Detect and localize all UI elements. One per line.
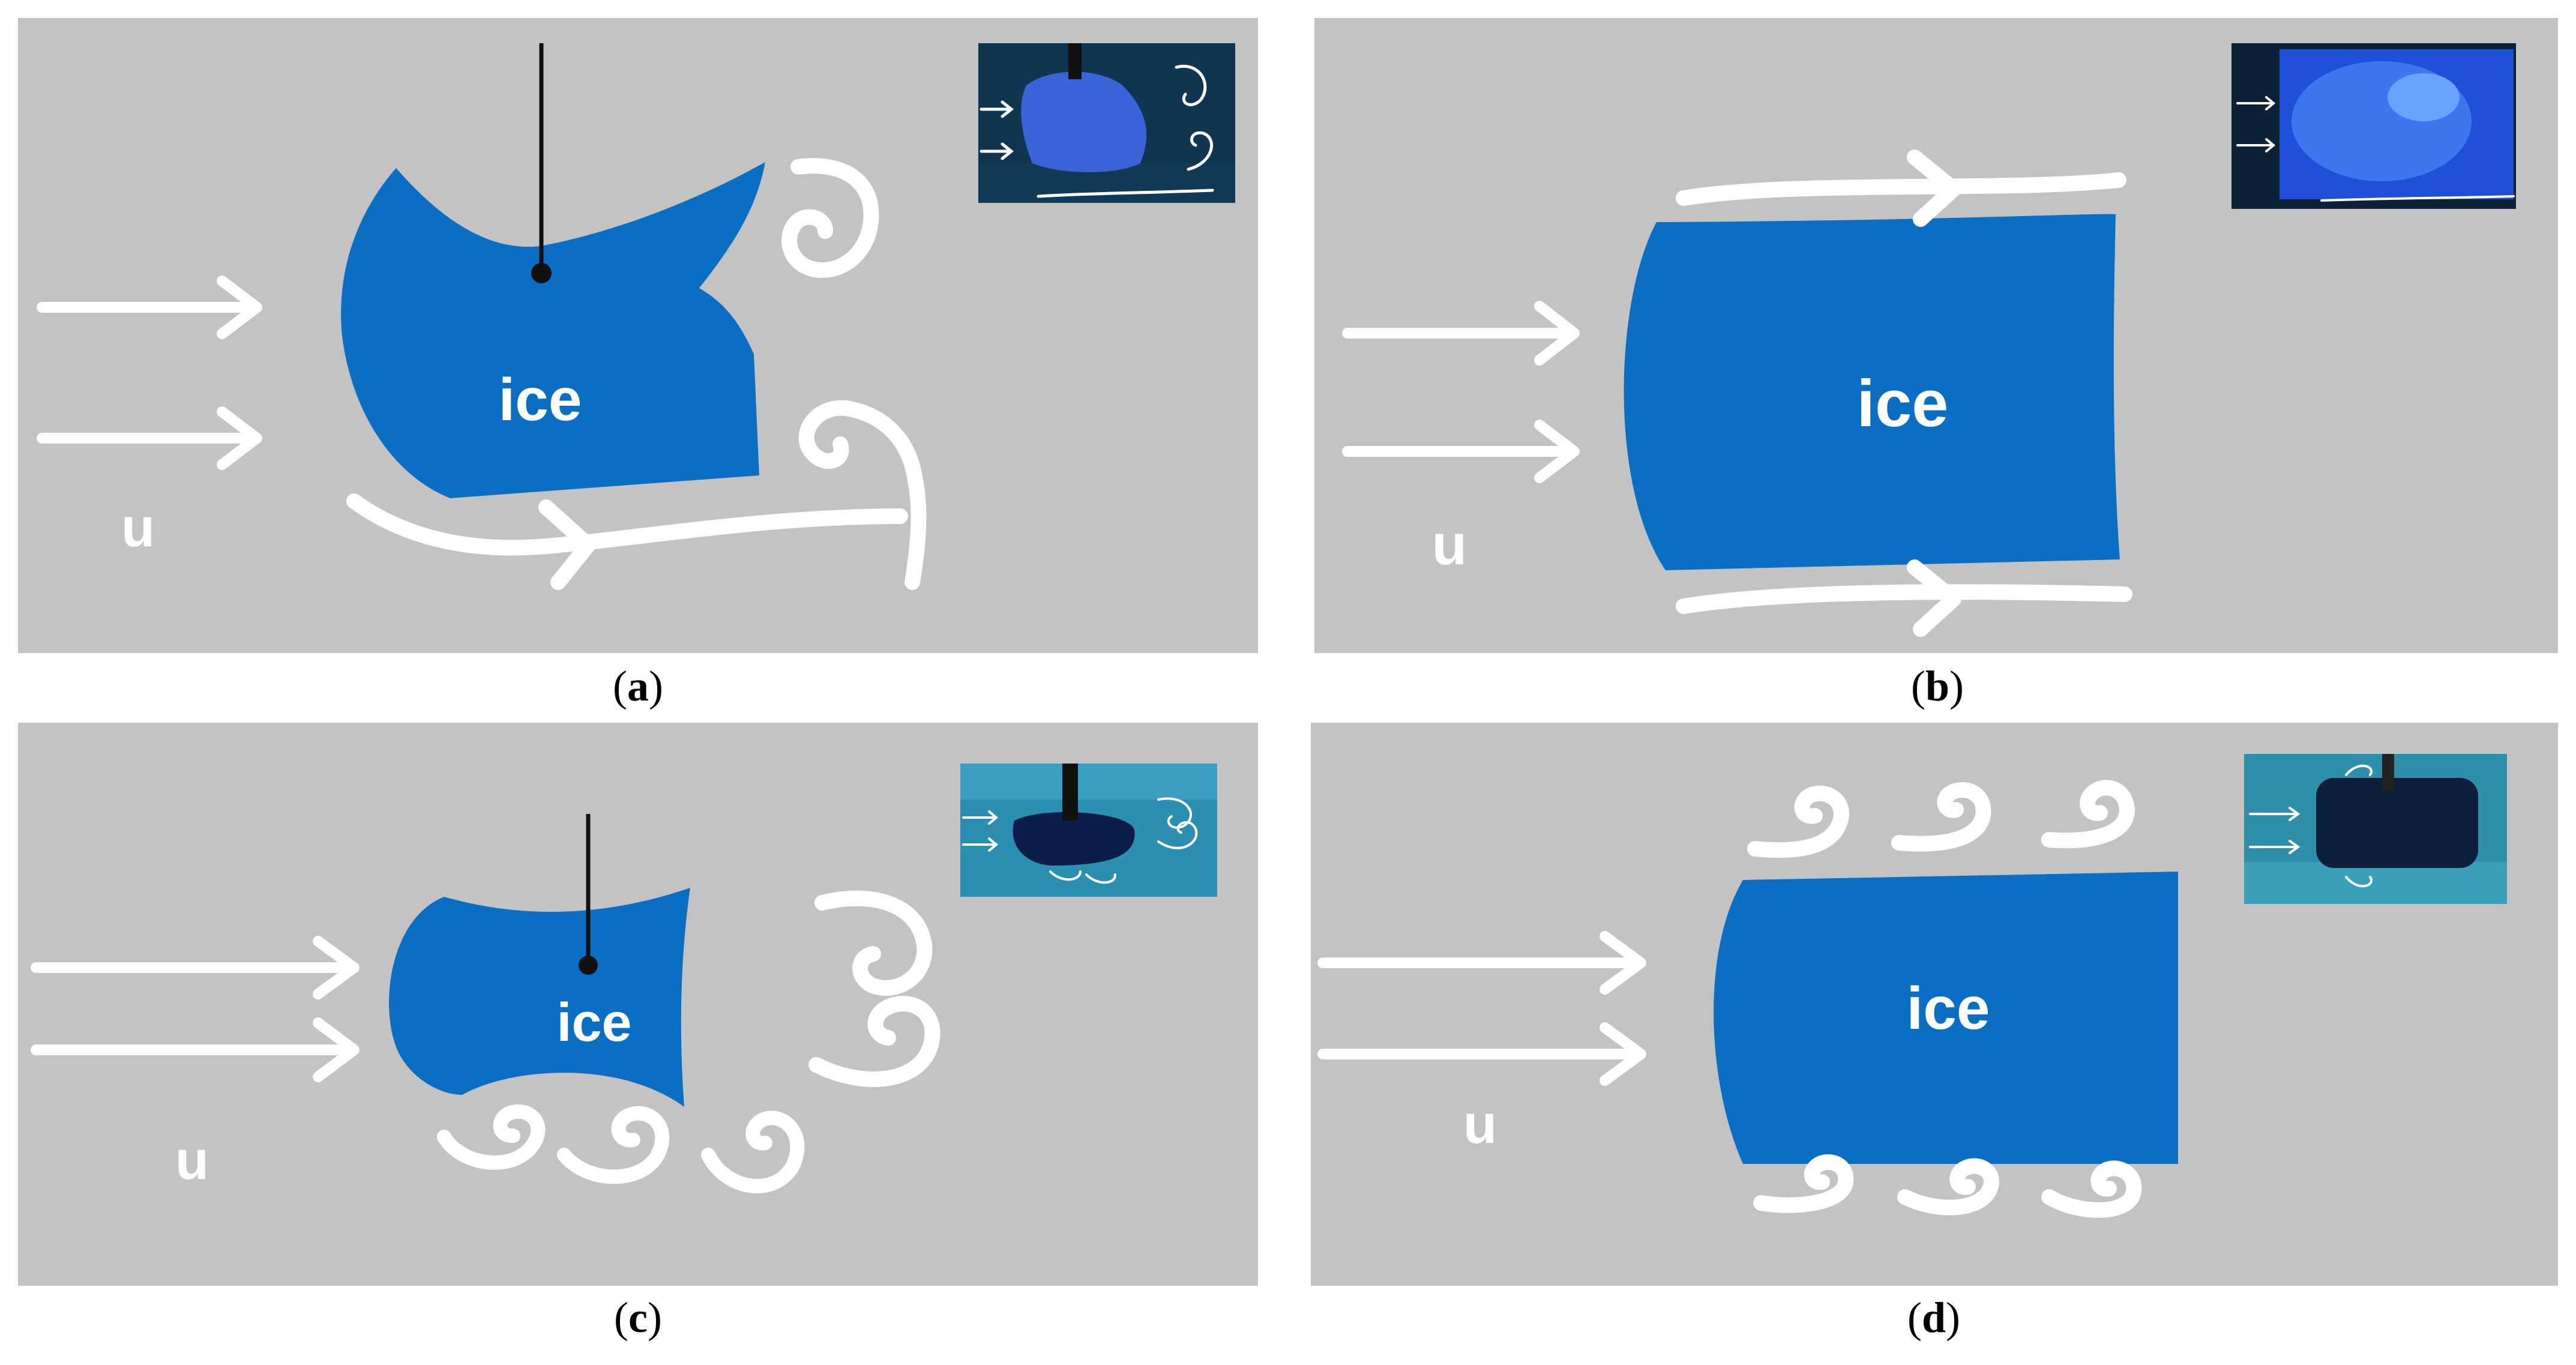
experiment-photo-inset (978, 43, 1235, 203)
panel-d: ice u (1311, 723, 2558, 1286)
experiment-photo-inset (960, 764, 1217, 897)
experiment-photo-inset (2244, 754, 2507, 904)
tether (531, 43, 552, 283)
panel-a: ice u (18, 18, 1258, 653)
panel-b-diagram: ice u (1342, 149, 2132, 637)
ice-block (341, 162, 765, 498)
ice-block (1624, 214, 2120, 570)
bottom-vortices (1753, 1154, 2142, 1218)
bottom-streamline (1676, 559, 2132, 637)
flow-velocity-label: u (121, 497, 155, 558)
bottom-vortices (437, 1104, 805, 1193)
inflow-arrows (31, 936, 360, 1082)
ice-block (389, 888, 690, 1107)
experiment-photo-inset (2231, 43, 2516, 209)
wake-vortices (808, 890, 940, 1087)
ice-label: ice (556, 993, 631, 1053)
caption-a: (a) (613, 662, 663, 710)
panel-b: ice u (1314, 18, 2558, 653)
panel-d-diagram: ice u (1317, 780, 2178, 1218)
inflow-arrows (1317, 931, 1646, 1086)
flow-velocity-label: u (1463, 1094, 1497, 1155)
ice-label: ice (1857, 367, 1949, 441)
tether (579, 814, 598, 975)
caption-b: (b) (1910, 662, 1964, 710)
ice-block (1714, 872, 2178, 1164)
top-vortices (1747, 780, 2135, 858)
panel-a-diagram: ice u (37, 43, 927, 590)
caption-d: (d) (1907, 1294, 1960, 1342)
ice-label: ice (498, 366, 582, 433)
bottom-streamline (346, 493, 908, 590)
flow-velocity-label: u (175, 1130, 209, 1191)
panel-c: ice u (18, 723, 1258, 1286)
inflow-arrows (1342, 301, 1580, 483)
wake-vortices (781, 158, 927, 590)
caption-c: (c) (614, 1294, 662, 1342)
flow-velocity-label: u (1432, 513, 1467, 577)
panel-c-diagram: ice u (31, 814, 940, 1193)
top-streamline (1676, 149, 2126, 227)
ice-label: ice (1906, 975, 1990, 1042)
inflow-arrows (37, 276, 262, 470)
